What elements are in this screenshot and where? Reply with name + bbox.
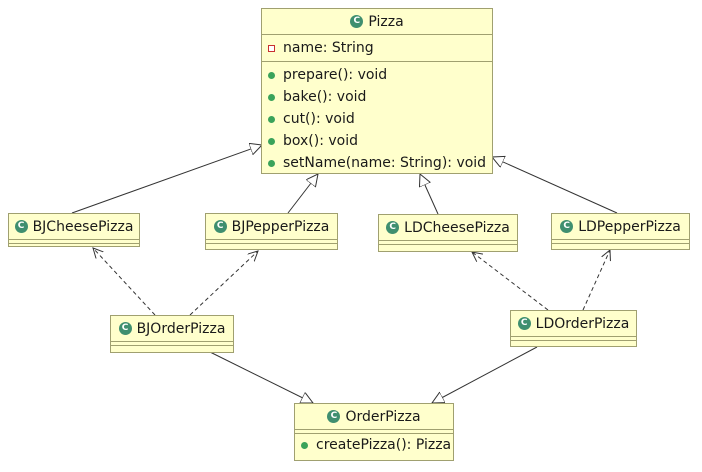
class-pizza[interactable]: C Pizza name: String prepare(): void bak… (261, 8, 493, 174)
class-icon: C (327, 410, 341, 423)
class-icon: C (213, 220, 227, 233)
method-label: cut(): void (283, 111, 355, 127)
field-row[interactable]: name: String (268, 37, 492, 59)
private-field-icon (268, 44, 275, 52)
method-label: bake(): void (283, 89, 367, 105)
dep-ldorder-ldpepper (582, 250, 610, 311)
class-bjorderpizza[interactable]: C BJOrderPizza (110, 315, 234, 353)
method-label: createPizza(): Pizza (316, 437, 452, 453)
class-icon: C (118, 322, 132, 335)
dep-ldorder-ldcheese (472, 252, 549, 311)
dep-bjorder-bjcheese (93, 248, 156, 316)
class-icon: C (386, 221, 400, 234)
class-name: LDCheesePizza (404, 219, 510, 236)
class-icon: C (517, 317, 531, 330)
inherit-bjcheese-pizza (71, 145, 262, 214)
method-label: prepare(): void (283, 67, 388, 83)
method-label: setName(name: String): void (283, 155, 487, 171)
fields-section: name: String (262, 35, 492, 61)
inherit-bjorder-order (209, 351, 313, 403)
methods-section: prepare(): void bake(): void cut(): void… (262, 62, 492, 176)
class-name: Pizza (368, 13, 404, 30)
methods-section: createPizza(): Pizza (295, 434, 453, 458)
class-orderpizza[interactable]: C OrderPizza createPizza(): Pizza (294, 403, 454, 461)
inherit-ldorder-order (432, 346, 538, 403)
class-bjpepperpizza[interactable]: C BJPepperPizza (205, 213, 338, 250)
inherit-ldpepper-pizza (492, 157, 618, 214)
public-method-icon (268, 115, 275, 123)
inherit-ldcheese-pizza (420, 174, 439, 215)
class-name: BJCheesePizza (32, 218, 134, 235)
public-method-icon (301, 441, 308, 449)
method-row[interactable]: prepare(): void (268, 64, 492, 86)
class-ldpepperpizza[interactable]: C LDPepperPizza (551, 213, 690, 250)
field-label: name: String (283, 40, 374, 56)
inherit-bjpepper-pizza (287, 174, 318, 214)
public-method-icon (268, 93, 275, 101)
method-row[interactable]: bake(): void (268, 86, 492, 108)
method-label: box(): void (283, 133, 359, 149)
public-method-icon (268, 71, 275, 79)
class-name: LDOrderPizza (535, 315, 630, 332)
public-method-icon (268, 159, 275, 167)
class-icon: C (350, 15, 364, 28)
method-row[interactable]: box(): void (268, 130, 492, 152)
class-icon: C (560, 220, 574, 233)
class-ldorderpizza[interactable]: C LDOrderPizza (510, 310, 637, 347)
class-name: BJPepperPizza (231, 218, 330, 235)
class-bjcheesepizza[interactable]: C BJCheesePizza (8, 213, 140, 247)
method-row[interactable]: cut(): void (268, 108, 492, 130)
class-name: LDPepperPizza (578, 218, 681, 235)
method-row[interactable]: setName(name: String): void (268, 152, 492, 174)
class-name: OrderPizza (345, 408, 421, 425)
method-row[interactable]: createPizza(): Pizza (301, 434, 453, 456)
class-name: BJOrderPizza (136, 320, 226, 337)
public-method-icon (268, 137, 275, 145)
class-ldcheesepizza[interactable]: C LDCheesePizza (378, 214, 518, 252)
class-icon: C (14, 220, 28, 233)
dep-bjorder-bjpepper (189, 251, 258, 316)
